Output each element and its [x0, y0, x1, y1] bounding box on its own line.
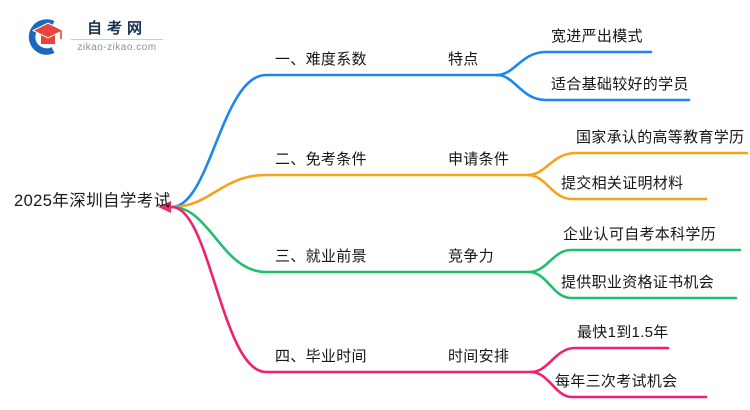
branch-2-leaf-2-label: 提交相关证明材料 — [561, 175, 684, 192]
branch-2-leaf-1-line — [526, 151, 749, 177]
branch-1-main-line — [170, 73, 499, 209]
branch-1-leaf-1-line — [495, 50, 653, 77]
logo-title: 自考网 — [86, 19, 147, 37]
branch-3-sub-label: 竞争力 — [448, 248, 494, 265]
branch-1-leaf-2-label: 适合基础较好的学员 — [551, 76, 689, 93]
branch-2-label: 二、免考条件 — [275, 151, 367, 168]
branch-1-label: 一、难度系数 — [275, 51, 367, 68]
logo-domain-url: zikao-zikao.com — [77, 41, 157, 53]
branch-4-leaf-1-label: 最快1到1.5年 — [577, 324, 669, 341]
branch-3-main-line — [170, 205, 531, 274]
root-junction-arrow-icon — [158, 201, 171, 213]
branch-3-leaf-1-label: 企业认可自考本科学历 — [563, 226, 717, 243]
branch-1-leaf-1-label: 宽进严出模式 — [551, 28, 643, 45]
branch-3-leaf-2-line — [527, 270, 738, 300]
branch-1-sub-label: 特点 — [448, 51, 479, 68]
branch-4-sub-label: 时间安排 — [448, 348, 510, 365]
root-node-label: 2025年深圳自学考试 — [14, 192, 171, 210]
branch-2-main-line — [170, 173, 530, 209]
branch-2-leaf-2-line — [526, 173, 708, 201]
logo-text-block: 自考网 zikao-zikao.com — [71, 20, 163, 53]
branch-4-label: 四、毕业时间 — [275, 348, 367, 365]
branch-2-leaf-1-label: 国家承认的高等教育学历 — [576, 129, 745, 146]
branch-4-leaf-1-line — [529, 346, 670, 374]
branch-4-leaf-2-label: 每年三次考试机会 — [555, 373, 678, 390]
branch-1-leaf-2-line — [495, 73, 691, 102]
branch-4-leaf-2-line — [529, 370, 708, 399]
logo-divider — [71, 38, 163, 40]
branch-3-leaf-2-label: 提供职业资格证书机会 — [561, 274, 715, 291]
branch-3-leaf-1-line — [527, 248, 742, 274]
site-logo: 自考网 zikao-zikao.com — [28, 17, 163, 55]
branch-2-sub-label: 申请条件 — [448, 151, 510, 168]
graduation-cap-logo-icon — [28, 19, 64, 55]
branch-4-main-line — [170, 205, 533, 374]
branch-3-label: 三、就业前景 — [275, 248, 367, 265]
